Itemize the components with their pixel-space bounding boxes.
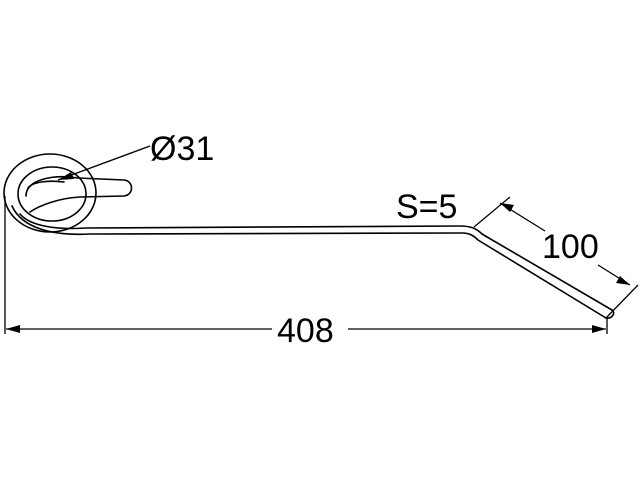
bend-arrowhead-end	[616, 276, 630, 285]
bend-extension-line-end	[605, 284, 639, 319]
bend-length-label: 100	[542, 228, 599, 266]
thickness-label: S=5	[396, 188, 457, 226]
overall-length-label: 408	[277, 312, 334, 350]
diameter-dimension: Ø31	[57, 130, 214, 181]
diameter-label: Ø31	[150, 130, 214, 168]
overall-arrowhead-right	[592, 325, 606, 333]
shaft-upper-edge	[19, 213, 613, 311]
bend-arrowhead-start	[500, 203, 514, 212]
diameter-arrowhead	[58, 172, 74, 180]
bend-length-dimension: 100	[473, 196, 639, 319]
coil-loop	[25, 176, 133, 213]
tine-shaft	[11, 205, 615, 319]
overall-length-dimension: 408	[4, 196, 608, 350]
coil-loop-inner	[27, 180, 65, 189]
coil-inner-ring	[17, 166, 87, 222]
overall-arrowhead-left	[6, 325, 20, 333]
thickness-dimension: S=5	[396, 188, 457, 226]
diameter-leader-line	[57, 145, 151, 181]
bend-extension-line-start	[473, 196, 511, 228]
shaft-lower-edge	[11, 205, 607, 319]
